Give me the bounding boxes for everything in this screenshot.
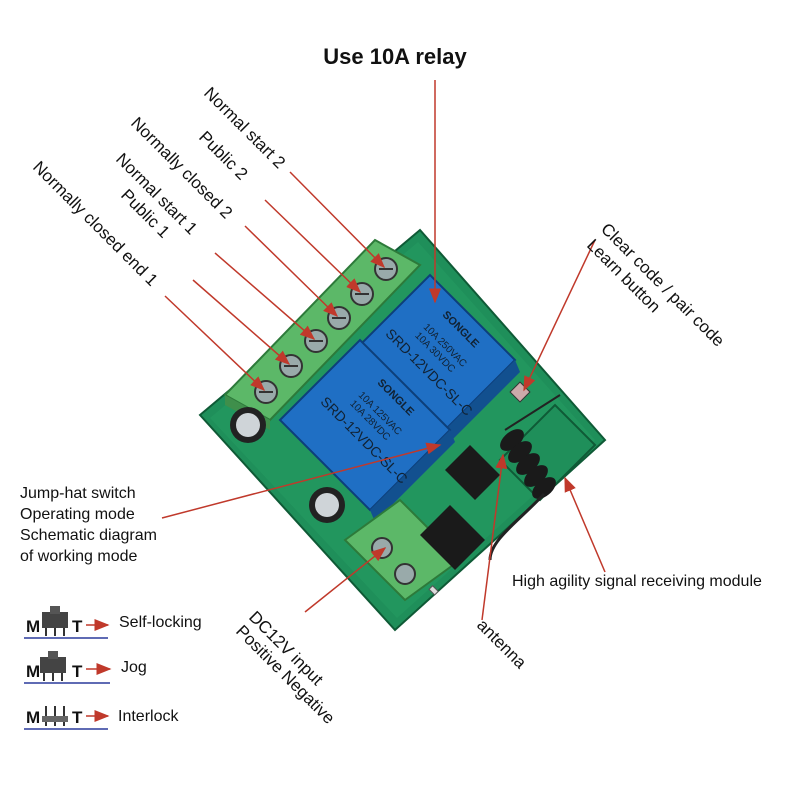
status-led — [428, 585, 439, 596]
ic-chip-2 — [445, 445, 500, 500]
jumper-note-line-1: Jump-hat switch — [20, 485, 136, 502]
jumper-note-line-3: Schematic diagram — [20, 527, 157, 544]
label-antenna: antenna — [473, 615, 530, 672]
mode-2-m: M — [26, 662, 40, 681]
diagram-title: Use 10A relay — [323, 44, 467, 69]
leader-normal-start-1 — [214, 252, 316, 340]
leader-public-2 — [264, 199, 362, 294]
capacitor-2 — [309, 487, 345, 523]
power-screw-negative — [394, 563, 416, 585]
ic-chip-1 — [420, 505, 485, 570]
mode-jog: M T Jog — [24, 651, 147, 684]
mode-3-label: Interlock — [118, 708, 179, 725]
power-screw-positive — [371, 537, 393, 559]
mode-1-t: T — [72, 617, 83, 636]
mode-3-m: M — [26, 708, 40, 727]
mode-self-locking: M T Self-locking — [24, 606, 202, 639]
leader-clear-code — [523, 239, 596, 392]
mode-2-t: T — [72, 662, 83, 681]
mode-1-label: Self-locking — [119, 614, 202, 631]
leader-public-1 — [192, 279, 291, 365]
jumper-note-line-4: of working mode — [20, 548, 137, 565]
receiver-module — [498, 403, 597, 502]
jumper-icon-self-locking — [42, 606, 68, 636]
mode-interlock: M T Interlock — [24, 706, 179, 730]
mode-3-t: T — [72, 708, 83, 727]
leader-lines — [161, 80, 606, 621]
jumper-icon-interlock — [42, 706, 68, 726]
leader-normally-closed-2 — [244, 225, 339, 318]
leader-antenna — [481, 453, 508, 621]
leader-power — [304, 547, 387, 613]
jumper-note-line-2: Operating mode — [20, 506, 135, 523]
jumper-icon-jog — [40, 651, 66, 681]
relay-2: SONGLE 10A 250VAC 10A 30VDC SRD-12VDC-SL… — [348, 273, 520, 452]
leader-normal-start-2 — [289, 171, 386, 269]
leader-jumper — [161, 442, 442, 519]
capacitor-1 — [230, 407, 266, 443]
leader-normally-closed-1 — [164, 295, 266, 392]
mode-1-m: M — [26, 617, 40, 636]
label-receiving-module: High agility signal receiving module — [512, 573, 762, 590]
leader-module — [564, 476, 606, 573]
mode-2-label: Jog — [121, 659, 147, 676]
label-clear-code: Clear code / pair code — [597, 219, 728, 350]
